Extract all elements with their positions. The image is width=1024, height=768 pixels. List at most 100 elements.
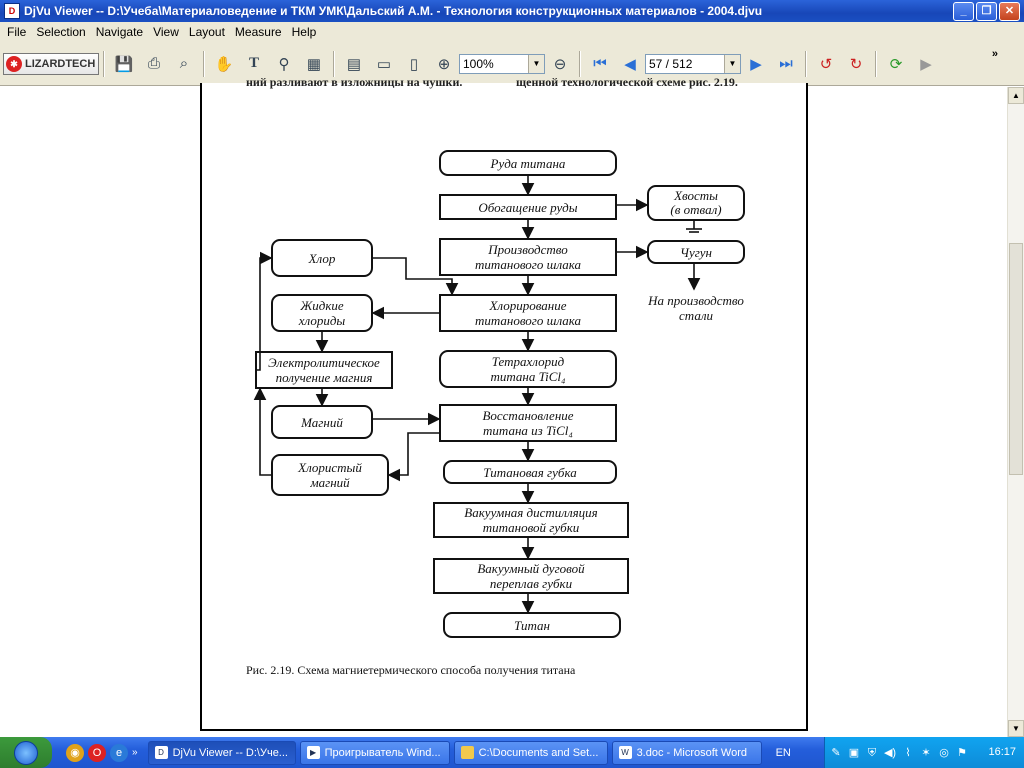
scroll-thumb[interactable] bbox=[1009, 243, 1023, 475]
acrobat-tray-icon[interactable]: ✎ bbox=[831, 746, 841, 759]
scroll-down-arrow-icon[interactable]: ▼ bbox=[1008, 720, 1024, 737]
fit-width-button[interactable]: ▭ bbox=[371, 51, 397, 77]
node-remelt-2: переплав губки bbox=[490, 576, 573, 591]
ie-icon[interactable]: e bbox=[110, 743, 128, 762]
last-page-button[interactable]: ⏭ bbox=[773, 51, 799, 77]
network-tray-icon[interactable]: ▣ bbox=[848, 746, 860, 759]
close-button[interactable]: ✕ bbox=[999, 2, 1020, 21]
node-sponge: Титановая губка bbox=[483, 465, 577, 480]
continuous-view-button[interactable]: ▤ bbox=[341, 51, 367, 77]
fit-page-button[interactable]: ▯ bbox=[401, 51, 427, 77]
task-djvu[interactable]: D DjVu Viewer -- D:\Уче... bbox=[147, 740, 296, 765]
word-icon: W bbox=[618, 746, 632, 759]
menu-help[interactable]: Help bbox=[291, 25, 317, 39]
first-page-icon: ⏮ bbox=[593, 55, 607, 72]
prev-page-button[interactable]: ◀ bbox=[617, 51, 643, 77]
region-select-button[interactable]: ▦ bbox=[301, 51, 327, 77]
task-label: Проигрыватель Wind... bbox=[324, 746, 441, 759]
start-button[interactable] bbox=[0, 737, 52, 768]
prev-arrow-icon: ◀ bbox=[624, 55, 636, 73]
task-label: C:\Documents and Set... bbox=[478, 746, 599, 759]
first-page-button[interactable]: ⏮ bbox=[587, 51, 613, 77]
save-button[interactable]: 💾 bbox=[111, 51, 137, 77]
task-explorer[interactable]: C:\Documents and Set... bbox=[453, 740, 608, 765]
toolbar-separator bbox=[103, 50, 105, 77]
node-tails-2: (в отвал) bbox=[670, 202, 721, 217]
print-button[interactable]: ⎙ bbox=[141, 51, 167, 77]
node-mgcl-1: Хлористый bbox=[297, 460, 362, 475]
shield-tray-icon[interactable]: ⛨ bbox=[867, 746, 877, 759]
node-chlorine: Хлор bbox=[308, 251, 336, 266]
hand-icon: ✋ bbox=[214, 55, 234, 73]
node-reduction-1: Восстановление bbox=[482, 408, 573, 423]
lizardtech-logo[interactable]: ✱ LIZARDTECH bbox=[3, 52, 99, 75]
quick-launch: ◉ O e bbox=[66, 743, 128, 762]
menu-measure[interactable]: Measure bbox=[234, 25, 282, 39]
bluetooth-tray-icon[interactable]: ✶ bbox=[921, 746, 931, 759]
page-value: 57 / 512 bbox=[649, 56, 693, 71]
task-label: 3.doc - Microsoft Word bbox=[636, 746, 748, 759]
node-enrich: Обогащение руды bbox=[478, 200, 577, 215]
node-steel-1: На производство bbox=[647, 293, 744, 308]
menu-layout[interactable]: Layout bbox=[188, 25, 225, 39]
clock[interactable]: 16:17 bbox=[988, 746, 1016, 758]
zoom-select[interactable]: 100% ▼ bbox=[459, 53, 545, 74]
zoom-out-button[interactable]: ⊖ bbox=[547, 51, 573, 77]
node-tetra-2: титана TiCl₄ bbox=[490, 369, 566, 384]
chevron-down-icon[interactable]: ▼ bbox=[528, 54, 544, 73]
antivirus-tray-icon[interactable]: ◎ bbox=[939, 746, 949, 759]
menu-view[interactable]: View bbox=[153, 25, 179, 39]
language-indicator[interactable]: EN bbox=[775, 746, 791, 759]
chevron-down-icon[interactable]: ▼ bbox=[724, 54, 740, 73]
node-liquid-2: хлориды bbox=[298, 313, 346, 328]
zoom-in-icon: ⊕ bbox=[437, 55, 451, 73]
task-media-player[interactable]: ▶ Проигрыватель Wind... bbox=[299, 740, 450, 765]
page-text-right: щенной технологической схеме рис. 2.19. bbox=[516, 75, 738, 89]
rotate-left-button[interactable]: ↺ bbox=[813, 51, 839, 77]
document-page: ний разливают в изложницы на чушки. щенн… bbox=[200, 75, 808, 731]
find-button[interactable]: ⌕ bbox=[171, 51, 197, 77]
node-distill-2: титановой губки bbox=[483, 520, 580, 535]
toolbar-separator bbox=[805, 50, 807, 77]
node-ore: Руда титана bbox=[490, 156, 566, 171]
page-select[interactable]: 57 / 512 ▼ bbox=[645, 53, 741, 74]
rotate-right-button[interactable]: ↻ bbox=[843, 51, 869, 77]
refresh-icon: ⟳ bbox=[889, 55, 903, 73]
document-viewer[interactable]: ний разливают в изложницы на чушки. щенн… bbox=[0, 75, 1007, 737]
menu-file[interactable]: File bbox=[7, 25, 27, 39]
menu-selection[interactable]: Selection bbox=[36, 25, 86, 39]
volume-tray-icon[interactable]: ◀) bbox=[883, 746, 897, 759]
flag-tray-icon[interactable]: ⚑ bbox=[957, 746, 967, 759]
restore-button[interactable]: ❐ bbox=[976, 2, 997, 21]
scroll-up-arrow-icon[interactable]: ▲ bbox=[1008, 87, 1024, 104]
quick-launch-overflow-icon[interactable]: » bbox=[132, 747, 138, 758]
zoom-in-button[interactable]: ⊕ bbox=[431, 51, 457, 77]
minimize-button[interactable]: _ bbox=[953, 2, 974, 21]
flowchart-diagram: Руда титана Обогащение руды Производство… bbox=[253, 150, 745, 638]
djvu-app-icon: D bbox=[4, 3, 20, 19]
page-text-left: ний разливают в изложницы на чушки. bbox=[246, 75, 463, 89]
wifi-tray-icon[interactable]: ⌇ bbox=[905, 746, 911, 759]
fit-width-icon: ▭ bbox=[376, 55, 392, 73]
djvu-icon: D bbox=[154, 746, 168, 759]
node-distill-1: Вакуумная дистилляция bbox=[464, 505, 597, 520]
floppy-icon: 💾 bbox=[114, 55, 134, 73]
play-button[interactable]: ▶ bbox=[913, 51, 939, 77]
next-page-button[interactable]: ▶ bbox=[743, 51, 769, 77]
magnifier-icon: ⚲ bbox=[278, 55, 290, 73]
hand-tool-button[interactable]: ✋ bbox=[211, 51, 237, 77]
task-label: DjVu Viewer -- D:\Уче... bbox=[172, 746, 288, 759]
text-select-button[interactable]: T bbox=[241, 51, 267, 77]
node-liquid-1: Жидкие bbox=[299, 298, 344, 313]
toolbar-overflow-icon[interactable]: » bbox=[991, 48, 998, 60]
zoom-tool-button[interactable]: ⚲ bbox=[271, 51, 297, 77]
chrome-icon[interactable]: ◉ bbox=[66, 743, 84, 762]
window-controls: _ ❐ ✕ bbox=[953, 2, 1020, 21]
windows-logo-icon bbox=[14, 740, 38, 765]
vertical-scrollbar[interactable]: ▲ ▼ bbox=[1007, 87, 1024, 737]
refresh-button[interactable]: ⟳ bbox=[883, 51, 909, 77]
menu-navigate[interactable]: Navigate bbox=[95, 25, 144, 39]
opera-icon[interactable]: O bbox=[88, 743, 106, 762]
node-remelt-1: Вакуумный дуговой bbox=[477, 561, 585, 576]
task-word[interactable]: W 3.doc - Microsoft Word bbox=[611, 740, 762, 765]
